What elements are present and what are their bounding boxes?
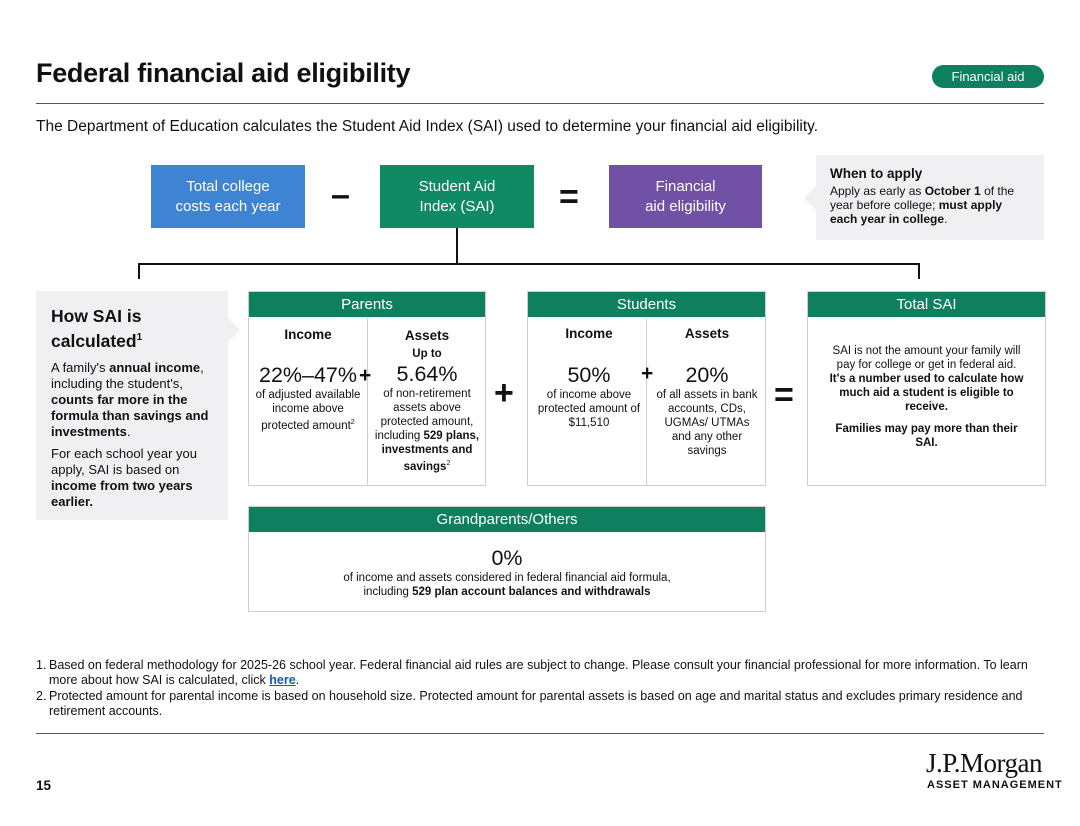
grandparents-panel: Grandparents/Others 0% of income and ass…: [248, 506, 766, 612]
bracket-stem: [456, 228, 458, 264]
students-assets-desc: of all assets in bank accounts, CDs, UGM…: [656, 389, 758, 457]
students-plus: +: [641, 362, 654, 385]
page-number: 15: [36, 778, 52, 793]
page-title: Federal financial aid eligibility: [36, 58, 411, 88]
students-panel: Students Income 50% of income above prot…: [527, 291, 766, 486]
total-sai-paragraph-2: Families may pay more than their SAI.: [835, 423, 1018, 449]
students-income-desc: of income above protected amount of $11,…: [537, 389, 641, 429]
students-assets-value: 20%: [685, 363, 729, 387]
students-assets-column: Assets 20% of all assets in bank account…: [654, 327, 760, 458]
grandparents-value: 0%: [491, 546, 523, 570]
total-sai-text: SAI is not the amount your family will p…: [828, 344, 1025, 450]
jpmorgan-logo-subtitle: ASSET MANAGEMENT: [927, 779, 1063, 791]
students-income-column: Income 50% of income above protected amo…: [536, 327, 642, 430]
parents-panel: Parents Income 22%–47% of adjusted avail…: [248, 291, 486, 486]
sai-line2: Index (SAI): [419, 197, 495, 215]
callout-title: When to apply: [830, 166, 923, 181]
sidebar-paragraph-1: A family's annual income, including the …: [51, 359, 209, 439]
parents-income-desc: of adjusted available income above prote…: [255, 389, 361, 432]
aid-eligibility-box: Financial aid eligibility: [609, 165, 762, 228]
big-equals-operator: =: [774, 376, 794, 414]
students-divider: [646, 318, 647, 486]
students-income-value: 50%: [567, 363, 611, 387]
total-sai-panel: Total SAI SAI is not the amount your fam…: [807, 291, 1046, 486]
how-sai-calculated-sidebar: How SAI is calculated1 A family's annual…: [36, 291, 228, 520]
header-divider: [36, 103, 1044, 104]
bracket-bar: [138, 263, 920, 265]
sidebar-pointer: [228, 318, 240, 342]
when-to-apply-callout: When to apply Apply as early as October …: [816, 155, 1044, 240]
equals-operator: =: [559, 178, 579, 216]
aid-eligibility-line1: Financial: [655, 177, 716, 195]
callout-text: Apply as early as October 1 of the year …: [830, 184, 1015, 226]
students-header: Students: [528, 292, 765, 317]
parents-header: Parents: [249, 292, 485, 317]
grandparents-desc-2: including 529 plan account balances and …: [363, 586, 651, 598]
total-costs-line2: costs each year: [175, 197, 281, 215]
parents-income-label: Income: [284, 327, 332, 342]
bracket-left-end: [138, 263, 140, 279]
parents-assets-label: Assets: [404, 328, 450, 343]
total-costs-line1: Total college: [186, 177, 270, 195]
learn-more-link[interactable]: here: [269, 673, 296, 687]
footer-divider: [36, 733, 1044, 734]
aid-eligibility-line2: aid eligibility: [645, 197, 726, 215]
students-income-label: Income: [565, 326, 613, 341]
parents-assets-column: Assets Up to 5.64% of non-retirement ass…: [369, 329, 485, 474]
students-assets-label: Assets: [684, 326, 730, 341]
grandparents-desc: of income and assets considered in feder…: [343, 572, 671, 584]
parents-plus: +: [359, 364, 372, 387]
parents-income-column: Income 22%–47% of adjusted available inc…: [253, 328, 363, 433]
parents-assets-prefix: Up to: [412, 348, 442, 360]
grandparents-content: 0% of income and assets considered in fe…: [249, 545, 765, 599]
parents-divider: [367, 318, 368, 486]
footnote-1: 1. Based on federal methodology for 2025…: [36, 658, 1028, 687]
sai-line1: Student Aid: [418, 177, 496, 195]
footnotes: 1. Based on federal methodology for 2025…: [36, 658, 1046, 719]
total-sai-paragraph-1: SAI is not the amount your family will p…: [829, 345, 1024, 413]
total-costs-box: Total college costs each year: [151, 165, 305, 228]
big-plus-operator: +: [494, 374, 514, 412]
parents-assets-desc: of non-retirement assets above protected…: [374, 388, 480, 473]
sidebar-title: How SAI is calculated1: [51, 306, 143, 351]
sidebar-paragraph-2: For each school year you apply, SAI is b…: [51, 445, 197, 509]
jpmorgan-logo: J.P.Morgan: [926, 748, 1043, 778]
bracket-right-end: [918, 263, 920, 279]
page-subtitle: The Department of Education calculates t…: [36, 118, 819, 135]
callout-pointer: [804, 186, 816, 210]
parents-assets-value: 5.64%: [396, 362, 458, 386]
sai-box: Student Aid Index (SAI): [380, 165, 534, 228]
total-sai-header: Total SAI: [808, 292, 1045, 317]
parents-income-value: 22%–47%: [258, 363, 358, 387]
minus-operator: –: [331, 176, 350, 214]
topic-badge: Financial aid: [932, 65, 1044, 88]
footnote-2: 2. Protected amount for parental income …: [36, 689, 1023, 718]
grandparents-header: Grandparents/Others: [249, 507, 765, 532]
